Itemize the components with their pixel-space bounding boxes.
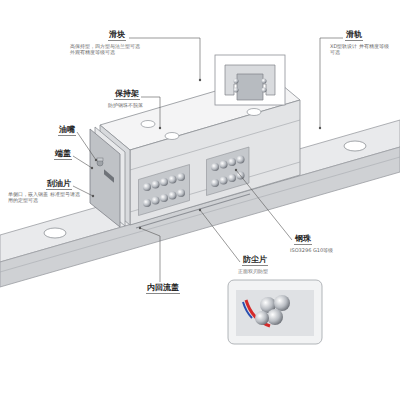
- seal-detail-inset-part: [267, 309, 283, 325]
- rail-profile-inset-part: [262, 79, 267, 84]
- leader-lines-part: [73, 156, 92, 168]
- leader-lines-part: [236, 170, 292, 240]
- part-name: 滑块: [108, 31, 126, 41]
- part-name: 钢珠: [294, 235, 312, 245]
- steel-balls-part: [211, 179, 219, 187]
- leader-dots-part: [159, 127, 161, 129]
- steel-balls-part: [228, 174, 236, 182]
- steel-balls-part: [169, 176, 177, 184]
- leader-dots-part: [199, 209, 201, 211]
- rail-profile-inset: [215, 55, 285, 105]
- leader-dots-part: [95, 159, 97, 161]
- steel-balls-part: [152, 197, 160, 205]
- leader-dots-part: [92, 195, 94, 197]
- rail-profile-inset-part: [237, 74, 263, 100]
- seal-detail-inset: [228, 280, 322, 344]
- seal-detail-inset-part: [228, 280, 322, 344]
- steel-balls-part: [177, 173, 185, 181]
- part-name: 端盖: [54, 150, 72, 160]
- end-cap-part: [90, 129, 120, 227]
- steel-balls-part: [211, 163, 219, 171]
- leader-dots-part: [199, 79, 201, 81]
- part-name: 内回流盖: [146, 284, 180, 294]
- seal-detail-inset-part: [274, 295, 290, 311]
- part-name: 滑轨: [345, 31, 363, 41]
- carriage-block-part: [139, 165, 190, 216]
- carriage-block-part: [130, 100, 300, 225]
- part-note: ISO3296 G10等级: [290, 247, 354, 253]
- steel-balls-part: [143, 183, 151, 191]
- steel-balls: [143, 156, 245, 208]
- rail-profile-inset-part: [234, 88, 239, 93]
- carriage-block-part: [141, 121, 155, 128]
- seal-detail-inset-part: [243, 302, 252, 318]
- steel-balls-part: [220, 161, 228, 169]
- carriage-block-part: [207, 147, 250, 196]
- seal-detail-inset-part: [236, 290, 314, 336]
- leader-lines-part: [140, 228, 160, 282]
- rail-profile-inset-part: [215, 55, 285, 105]
- carriage-block-part: [136, 194, 250, 228]
- steel-balls-part: [169, 192, 177, 200]
- steel-balls-part: [237, 156, 245, 164]
- leader-dots-part: [91, 167, 93, 169]
- steel-balls-part: [143, 199, 151, 207]
- leader-dots-part: [235, 169, 237, 171]
- steel-balls-part: [160, 178, 168, 186]
- leader-dots: [91, 79, 321, 229]
- rail-part: [44, 228, 66, 238]
- part-note: XD型轨设计 并有精度等级可选: [330, 43, 392, 56]
- part-name: 刮油片: [46, 180, 72, 190]
- part-name: 防尘片: [242, 256, 268, 266]
- steel-balls-part: [177, 189, 185, 197]
- rail-profile-inset-part: [262, 88, 267, 93]
- leader-lines: [73, 38, 343, 282]
- steel-balls-part: [152, 181, 160, 189]
- leader-lines-part: [77, 132, 96, 160]
- leader-lines-part: [141, 97, 160, 128]
- steel-balls-part: [160, 194, 168, 202]
- rail-profile-inset-part: [234, 79, 239, 84]
- seal-detail-inset-part: [255, 311, 269, 325]
- end-cap-part: [97, 158, 103, 161]
- part-note: 防护钢珠不脱落: [108, 102, 168, 108]
- steel-balls-part: [220, 177, 228, 185]
- part-note: 高保持型，四方型与法兰型可选 外观有精度等级可选: [70, 43, 144, 56]
- end-cap-part: [104, 169, 114, 182]
- part-note: 正面双刃防型: [238, 268, 302, 274]
- carriage-block-part: [165, 133, 179, 140]
- steel-balls-part: [228, 158, 236, 166]
- part-note: 单侧口，嵌入钢盖 标准型号请选用的定型可选: [8, 191, 84, 204]
- part-name: 保持架: [114, 90, 140, 100]
- leader-lines-part: [200, 210, 240, 262]
- part-name: 油嘴: [58, 126, 76, 136]
- carriage-block-part: [247, 109, 261, 116]
- end-cap: [90, 125, 130, 227]
- leader-dots-part: [319, 127, 321, 129]
- rail-part: [344, 141, 366, 151]
- leader-dots-part: [139, 227, 141, 229]
